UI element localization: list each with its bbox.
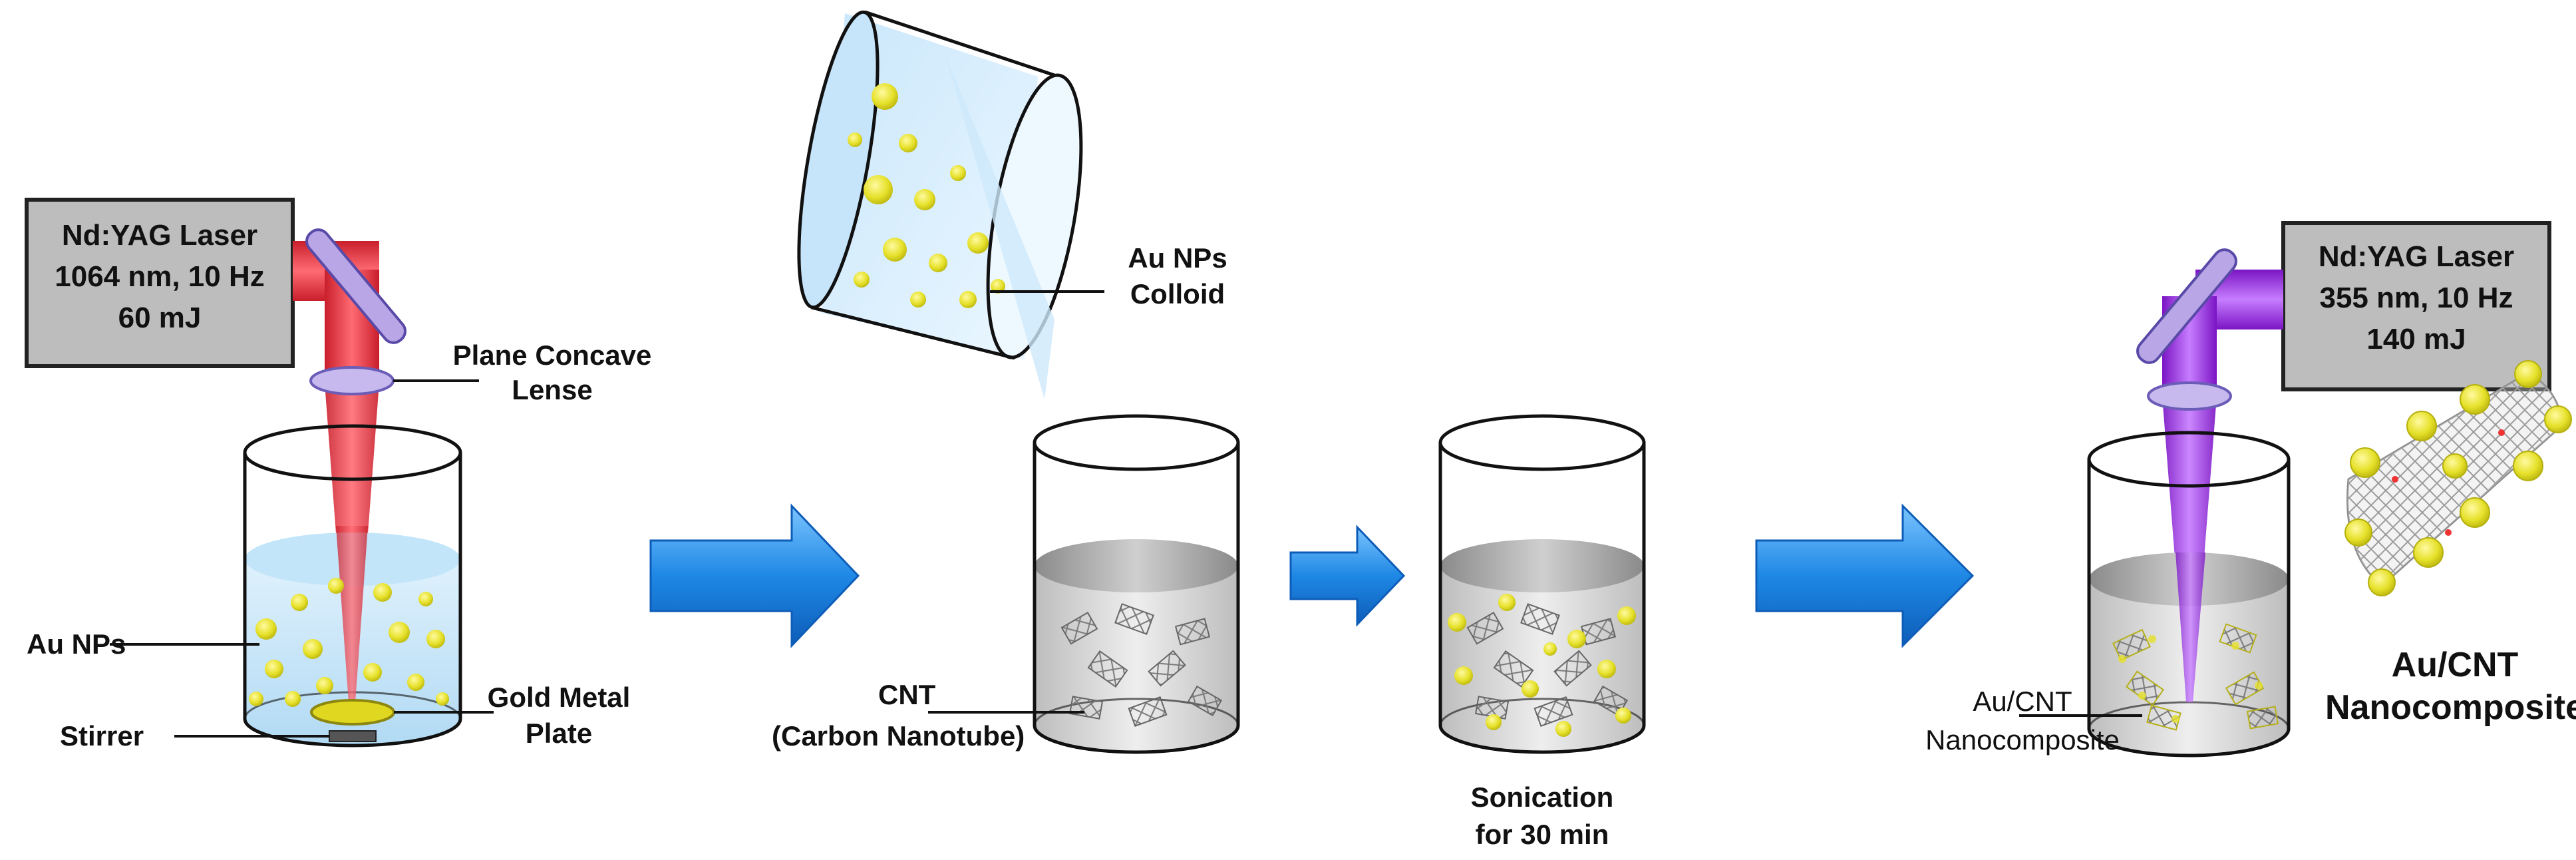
label-plane-lens-2: Lense: [512, 374, 592, 405]
laser-left-line2: 1064 nm, 10 Hz: [55, 260, 265, 293]
au-particles-beaker-1: [249, 578, 449, 707]
label-cnt-1: CNT: [878, 679, 936, 710]
label-au-nps: Au NPs: [27, 628, 126, 660]
label-sonication-1: Sonication: [1471, 781, 1614, 813]
concave-lens-left: [309, 366, 395, 395]
stage-colloid-pour: Au NPs Colloid CNT (Carbon Nanotube): [772, 10, 1240, 754]
laser-right-line1: Nd:YAG Laser: [2319, 240, 2514, 273]
laser-right-line2: 355 nm, 10 Hz: [2319, 282, 2513, 314]
label-colloid-2: Colloid: [1130, 278, 1225, 310]
process-arrow-3: [1755, 503, 1975, 648]
label-aucnt-small-2: Nanocomposite: [1925, 724, 2120, 755]
label-gold-plate-1: Gold Metal: [488, 682, 631, 713]
colloid-cup: [797, 10, 1083, 399]
gold-metal-plate: [310, 699, 395, 726]
aucnt-bundles-beaker-4: [2112, 623, 2279, 731]
au-particles-sonication: [1448, 594, 1636, 737]
process-arrow-2: [1289, 525, 1406, 627]
mirror-left: [305, 228, 406, 344]
label-aucnt-small-1: Au/CNT: [1973, 686, 2072, 717]
concave-lens-right: [2147, 381, 2232, 411]
label-gold-plate-2: Plate: [526, 718, 592, 749]
laser-cone-right: [2162, 396, 2217, 702]
aucnt-nanotube-illustration: [2344, 360, 2572, 596]
label-aucnt-big-2: Nanocomposite: [2325, 688, 2576, 727]
stage-sonication: Sonication for 30 min: [1438, 414, 1646, 850]
stage-laser-irradiation: Nd:YAG Laser 355 nm, 10 Hz 140 mJ: [1925, 221, 2576, 757]
label-cnt-2: (Carbon Nanotube): [772, 720, 1025, 752]
label-plane-lens-1: Plane Concave: [453, 339, 652, 371]
laser-right-line3: 140 mJ: [2366, 323, 2466, 355]
label-sonication-2: for 30 min: [1476, 819, 1609, 850]
stirrer-bar: [329, 730, 377, 742]
cnt-bundles-beaker-2: [1060, 603, 1223, 727]
label-aucnt-big-1: Au/CNT: [2392, 646, 2519, 684]
au-particles-colloid: [848, 83, 1005, 308]
mirror-right: [2136, 248, 2237, 364]
process-arrow-1: [649, 503, 860, 648]
label-stirrer: Stirrer: [60, 720, 144, 752]
laser-left-line1: Nd:YAG Laser: [62, 219, 257, 252]
label-colloid-1: Au NPs: [1128, 242, 1227, 274]
laser-box-left: [25, 198, 295, 368]
stage-laser-ablation: Nd:YAG Laser 1064 nm, 10 Hz 60 mJ Plane …: [25, 198, 652, 752]
laser-left-line3: 60 mJ: [118, 302, 202, 334]
